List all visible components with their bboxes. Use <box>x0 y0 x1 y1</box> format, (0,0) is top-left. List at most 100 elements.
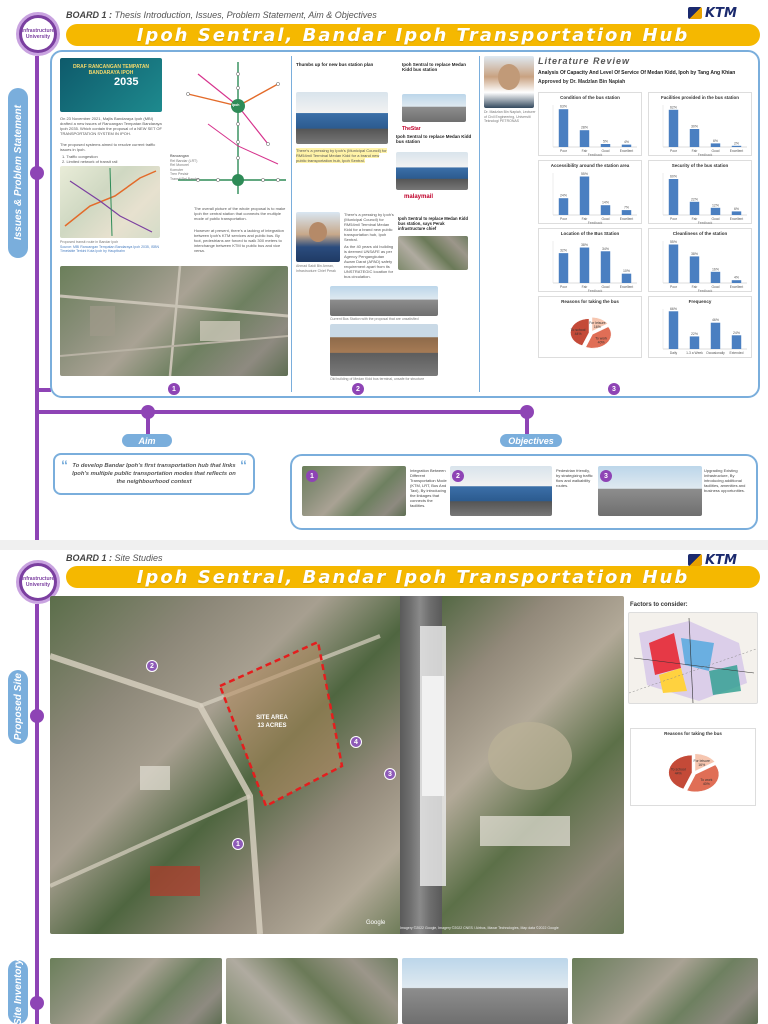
bar-good <box>600 144 611 147</box>
aerial-roads-icon <box>60 266 288 376</box>
tick-label: Excellent <box>730 149 743 153</box>
chart-title: Facilities provided in the bus station <box>660 95 739 100</box>
tick-label: 1-3 a Week <box>686 351 703 355</box>
news-headline: Ipoh Sentral to replace Medan Kidd bus s… <box>398 216 469 231</box>
ktm-text: KTM <box>705 552 737 568</box>
source-malaymail: malaymail <box>404 194 434 200</box>
bar-poor <box>668 179 679 215</box>
slice-value: 40% <box>598 341 605 345</box>
tick-label: Good <box>601 285 609 289</box>
bar-excellent <box>731 211 742 215</box>
column-divider <box>291 56 292 392</box>
bar-good <box>600 205 611 215</box>
x-axis-label: Feedback <box>588 289 603 293</box>
site-marker-2: 2 <box>146 660 158 672</box>
news-body: There's a pressing by Ipoh's (Municipal … <box>296 148 388 204</box>
objective-1-photo <box>302 466 406 516</box>
aim-box: “ To develop Bandar Ipoh's first transpo… <box>53 453 255 495</box>
title-bar: Ipoh Sentral, Bandar Ipoh Transportation… <box>66 24 760 46</box>
source-thestar: TheStar <box>402 126 421 132</box>
data-label: 30% <box>691 125 698 129</box>
chart-plot: 32%Poor38%Fair34%Good10%ExcellentFeedbac… <box>552 241 637 293</box>
proposal-paragraph: The proposed systems aimed to resolve cu… <box>60 142 156 152</box>
chart-title: Accessibility around the station area <box>550 163 630 168</box>
tick-label: Good <box>601 217 609 221</box>
slice-to-work <box>585 326 612 349</box>
slice-value: 44% <box>675 772 682 776</box>
x-axis-label: Feedback <box>588 153 603 157</box>
board-separator <box>0 540 768 550</box>
chart-title: Cleanliness of the station <box>672 231 728 236</box>
chart-title: Reasons for taking the bus <box>664 731 722 736</box>
slice-value: 44% <box>575 332 582 336</box>
tick-label: Fair <box>692 217 699 221</box>
data-label: 32% <box>560 249 567 253</box>
data-label: 28% <box>581 126 588 130</box>
tick-label: Poor <box>670 285 678 289</box>
open-quote-icon: “ <box>61 457 68 473</box>
data-label: 38% <box>691 252 698 256</box>
timeline-line <box>35 604 39 1024</box>
bar-excellent <box>621 210 632 215</box>
site-map-overlay-icon <box>50 626 572 934</box>
tick-label: Excellent <box>620 149 633 153</box>
slice-to-school <box>570 318 590 346</box>
bar-1-3-a-week <box>689 336 700 349</box>
ktm-logo: KTM <box>688 552 758 568</box>
map-attribution: Imagery ©2022 Google, Imagery ©2022 CNES… <box>400 926 559 930</box>
factors-title: Factors to consider: <box>630 602 688 608</box>
bar-fair <box>689 129 700 147</box>
bar-excellent <box>621 273 632 283</box>
board-label: BOARD 1 : Site Studies <box>66 553 163 563</box>
ktm-mark-icon <box>688 7 702 19</box>
network-lines-icon <box>178 62 286 194</box>
current-bus-station-photo <box>330 286 438 316</box>
site-inventory-photo-2 <box>226 958 398 1024</box>
ktm-text: KTM <box>705 5 737 21</box>
bar-fair <box>579 176 590 215</box>
page-title: Ipoh Sentral, Bandar Ipoh Transportation… <box>136 24 690 46</box>
slice-to-work <box>686 764 720 793</box>
objective-number-3: 3 <box>600 470 612 482</box>
bar-poor <box>558 198 569 215</box>
data-label: 4% <box>734 276 739 280</box>
slice-for-leisure <box>694 753 716 772</box>
timeline-line <box>35 56 39 540</box>
board-label-text: Thesis Introduction, Issues, Problem Sta… <box>114 10 377 20</box>
bar-good <box>600 251 611 283</box>
rancangan-paragraph: On 23 November 2021, Majlis Bandaraya Ip… <box>60 116 162 136</box>
site-marker-3: 3 <box>384 768 396 780</box>
data-label: 24% <box>733 331 740 335</box>
route-lines-icon <box>64 167 157 237</box>
news-highlight: There's a pressing by Ipoh's (Municipal … <box>296 148 387 163</box>
tick-label: Good <box>601 149 609 153</box>
list-item: 2. Limited network of transit rail <box>62 159 118 164</box>
side-label-issues: Issues & Problem Statement <box>8 88 28 258</box>
university-logo: Infrastructure University <box>16 12 60 56</box>
data-label: 4% <box>624 140 629 144</box>
medan-kidd-photo <box>398 236 468 270</box>
tick-label: Occasionally <box>706 351 725 355</box>
chart-title: Reasons for taking the bus <box>561 299 619 304</box>
data-label: 22% <box>691 197 698 201</box>
timeline-branch <box>37 410 527 414</box>
site-inventory-photo-1 <box>50 958 222 1024</box>
aim-label: Aim <box>122 434 172 447</box>
timeline-dot <box>30 166 44 180</box>
site-marker-4: 4 <box>350 736 362 748</box>
data-label: 63% <box>560 105 567 109</box>
tick-label: Poor <box>560 217 568 221</box>
bar-good <box>710 143 721 147</box>
bar-excellent <box>621 144 632 147</box>
slice-value: 16% <box>698 763 705 767</box>
data-label: 46% <box>712 318 719 322</box>
photo-caption: Old building of Medan Kidd bus terminal,… <box>330 377 425 381</box>
